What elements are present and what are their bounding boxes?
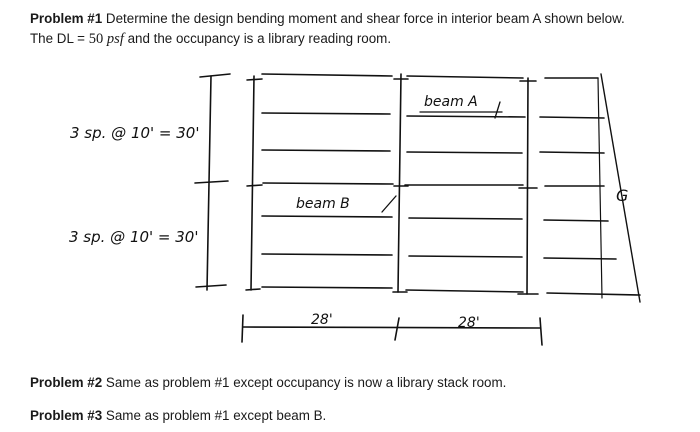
spacing-label-bottom: 3 sp. @ 10' = 30' — [69, 228, 198, 246]
span-right-label: 28' — [458, 315, 480, 331]
dimension-line-vertical — [206, 75, 212, 291]
problem-2-label: Problem #2 — [30, 375, 103, 390]
girder-line-2 — [397, 73, 402, 293]
dead-load-unit: psf — [106, 31, 124, 47]
problem-1-label: Problem #1 — [30, 11, 103, 26]
beam-line-bottom-left — [261, 286, 393, 289]
girder-tag: G — [616, 186, 628, 205]
beam-line-bottom-right — [405, 289, 524, 293]
span-left-label: 28' — [311, 312, 333, 328]
beam-line-mid-left — [262, 182, 394, 185]
girder-line-4 — [600, 73, 641, 303]
dimension-tick-top — [199, 73, 231, 78]
girder-line-1 — [250, 75, 255, 291]
problem-1-statement: Problem #1 Determine the design bending … — [30, 9, 694, 49]
problem-2-statement: Problem #2 Same as problem #1 except occ… — [30, 375, 506, 390]
problem-3-text: Same as problem #1 except beam B. — [102, 408, 327, 423]
dead-load-value: 50 — [88, 31, 104, 47]
beam-a-label: beam A — [424, 94, 478, 110]
dimension-line-horizontal — [242, 326, 541, 329]
spacing-label-top: 3 sp. @ 10' = 30' — [70, 124, 199, 142]
problem-1-text-a: Determine the design bending moment and … — [102, 11, 625, 26]
problem-2-text: Same as problem #1 except occupancy is n… — [102, 375, 507, 390]
beam-line-bottom-end — [546, 292, 641, 296]
beam-line-top-left — [261, 73, 393, 77]
problem-1-text-c: and the occupancy is a library reading r… — [123, 31, 392, 46]
problem-1-text-b: The DL = — [30, 31, 89, 46]
girder-line-3 — [526, 77, 529, 295]
problem-3-label: Problem #3 — [30, 408, 103, 423]
beam-line-top-right — [406, 75, 524, 79]
dimension-tick-bottom — [195, 284, 227, 288]
beam-b-label: beam B — [296, 196, 350, 212]
dimension-tick-middle — [194, 180, 229, 184]
problem-3-statement: Problem #3 Same as problem #1 except bea… — [30, 408, 326, 423]
girder-line-4b — [597, 77, 603, 299]
